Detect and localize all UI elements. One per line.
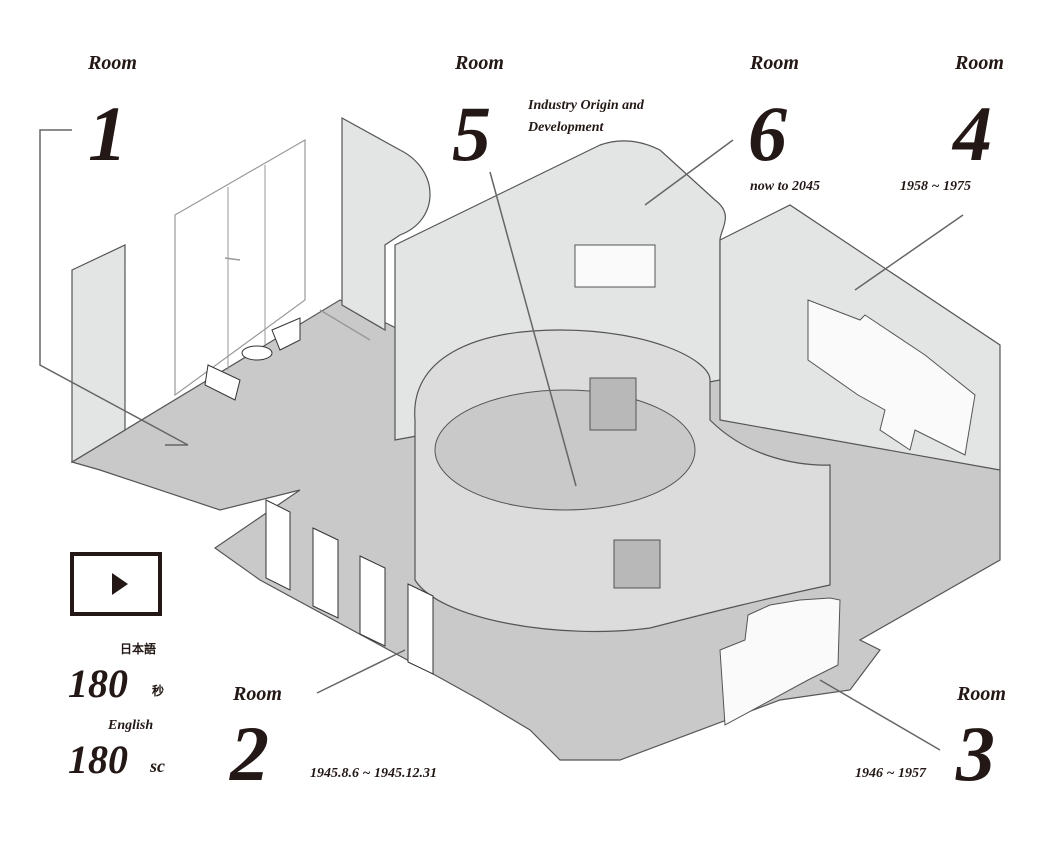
room4-number: 4: [953, 90, 992, 177]
room1-back-wall: [341, 116, 431, 332]
room5-subtitle-line1: Industry Origin and: [528, 98, 644, 113]
room5-number: 5: [452, 90, 491, 177]
japanese-duration: 180: [68, 661, 128, 706]
room6-period: now to 2045: [750, 179, 821, 194]
room4-panel: [807, 299, 976, 456]
japanese-label: 日本語: [120, 642, 157, 656]
room1-glass: [174, 138, 306, 397]
room6-number: 6: [748, 90, 787, 177]
room5-panel: [613, 539, 661, 589]
play-video-button[interactable]: [70, 552, 162, 616]
room6-label: Room: [750, 52, 799, 74]
japanese-unit: 秒: [152, 684, 165, 698]
room3-number: 3: [956, 710, 995, 797]
english-duration: 180: [68, 737, 128, 782]
room2-panels: [265, 499, 434, 675]
room3-panel: [719, 597, 841, 726]
room5-inner-floor: [434, 389, 696, 511]
room5-subtitle-line2: Development: [528, 120, 604, 135]
room1-label: Room: [88, 52, 137, 74]
room5-label: Room: [455, 52, 504, 74]
room4-period: 1958 ~ 1975: [900, 179, 971, 194]
room2-number: 2: [230, 710, 269, 797]
room1-number: 1: [88, 90, 127, 177]
english-unit: sc: [150, 756, 165, 776]
room1-wall: [71, 244, 126, 464]
room3-period: 1946 ~ 1957: [855, 766, 926, 781]
english-label: English: [108, 718, 154, 733]
furniture: [204, 317, 301, 401]
room3-label: Room: [957, 683, 1006, 705]
play-icon: [112, 573, 128, 595]
room2-label: Room: [233, 683, 282, 705]
room6-panel: [574, 244, 656, 288]
room5-panel: [589, 377, 637, 431]
room2-period: 1945.8.6 ~ 1945.12.31: [310, 766, 437, 781]
room1-glass-mullions: [227, 165, 266, 370]
room4-label: Room: [955, 52, 1004, 74]
leader-lines: [39, 129, 964, 751]
